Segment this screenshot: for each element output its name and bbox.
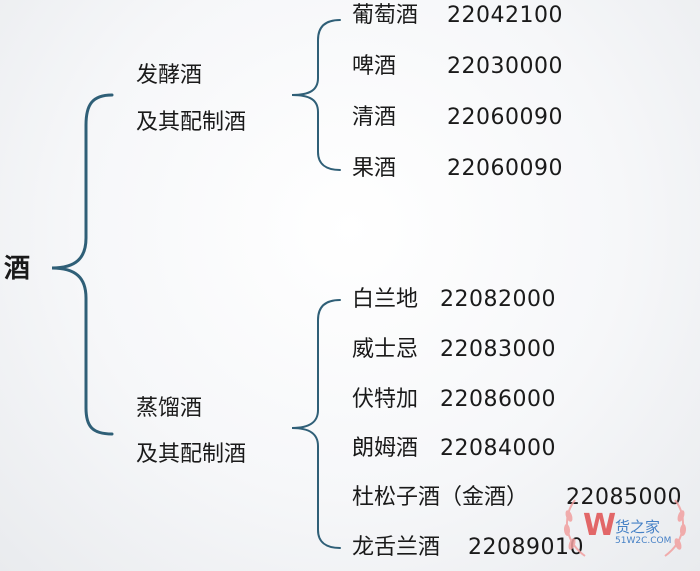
item-code: 22030000 (447, 54, 563, 79)
item-name: 白兰地 (352, 287, 419, 312)
item-code: 22086000 (440, 387, 556, 412)
item-code: 22083000 (440, 337, 556, 362)
root-brace (51, 93, 114, 436)
root-label: 酒 (4, 254, 31, 284)
item-name: 伏特加 (352, 387, 419, 412)
item-name: 果酒 (352, 156, 397, 181)
item-code: 22060090 (447, 156, 563, 181)
item-code: 22085000 (566, 485, 682, 510)
fermented-brace (291, 19, 341, 171)
item-code: 22084000 (440, 436, 556, 461)
branch-distilled-label-line2: 及其配制酒 (136, 442, 247, 467)
item-name: 威士忌 (352, 337, 419, 362)
watermark-site: 51W2C.COM (615, 536, 672, 546)
watermark-logo: W 货之家 51W2C.COM (555, 490, 695, 565)
watermark-brand: 货之家 (615, 518, 661, 536)
item-name: 葡萄酒 (352, 3, 419, 28)
item-code: 22089010 (468, 535, 584, 560)
watermark-letter: W (583, 508, 617, 543)
branch-distilled-label-line1: 蒸馏酒 (136, 396, 203, 421)
item-code: 22060090 (447, 105, 563, 130)
laurel-icon (563, 499, 687, 557)
item-name: 啤酒 (352, 54, 397, 79)
item-name: 朗姆酒 (352, 436, 419, 461)
distilled-brace (291, 299, 341, 549)
item-name: 龙舌兰酒 (352, 535, 441, 560)
item-code: 22042100 (447, 3, 563, 28)
item-code: 22082000 (440, 287, 556, 312)
item-name: 杜松子酒（金酒） (352, 485, 529, 510)
branch-fermented-label-line2: 及其配制酒 (136, 110, 247, 135)
branch-fermented-label-line1: 发酵酒 (136, 63, 203, 88)
item-name: 清酒 (352, 105, 397, 130)
